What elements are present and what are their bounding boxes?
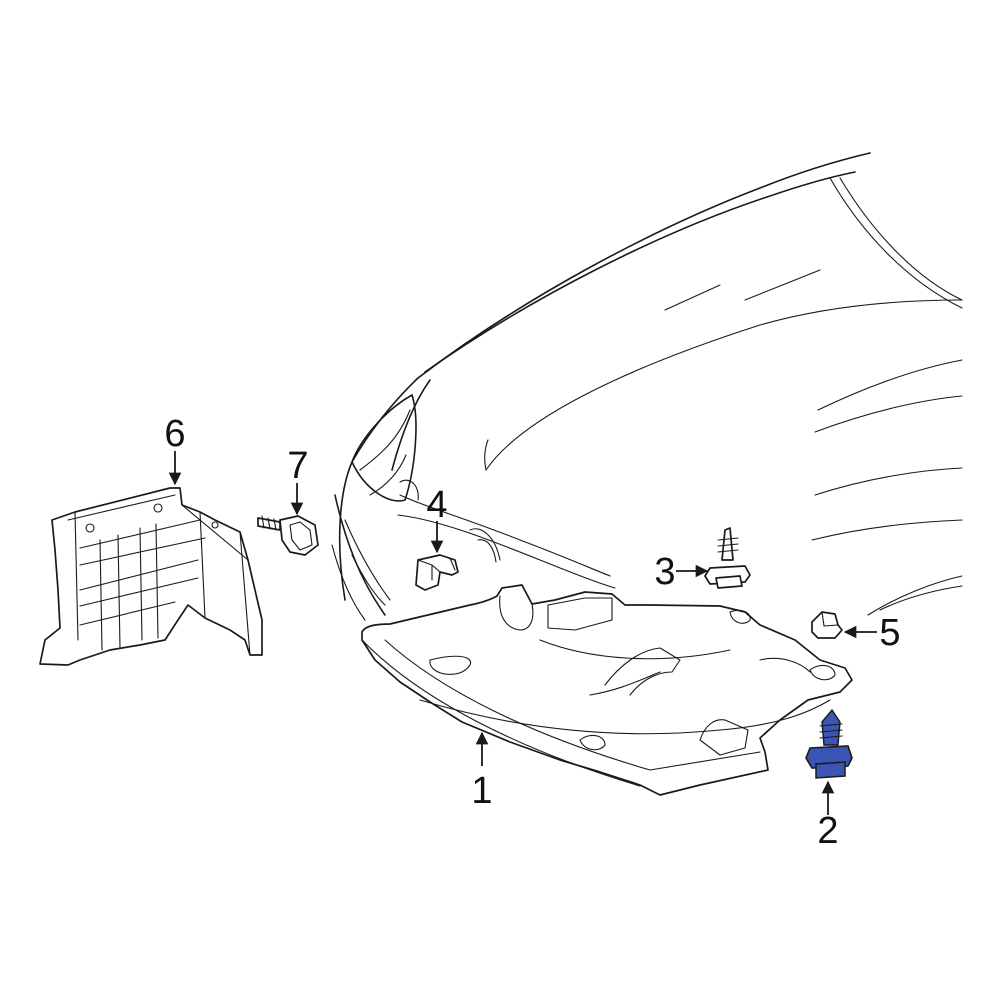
callout-6: 6: [164, 413, 185, 455]
part-1-splash-shield[interactable]: [361, 584, 853, 796]
part-7-screw[interactable]: [257, 515, 319, 556]
callout-7: 7: [287, 445, 308, 487]
part-5-nut-clip[interactable]: [811, 611, 843, 639]
callout-arrows: [168, 451, 877, 815]
callout-4: 4: [426, 484, 447, 526]
part-3-screw[interactable]: [704, 527, 751, 589]
callout-3: 3: [654, 551, 675, 593]
callout-2: 2: [817, 810, 838, 852]
vehicle-body-outline: [331, 152, 963, 621]
part-4-clip[interactable]: [415, 554, 459, 591]
callout-1: 1: [471, 770, 492, 812]
part-2-bolt[interactable]: [805, 708, 853, 779]
part-6-lower-panel[interactable]: [39, 487, 263, 666]
callout-5: 5: [879, 612, 900, 654]
